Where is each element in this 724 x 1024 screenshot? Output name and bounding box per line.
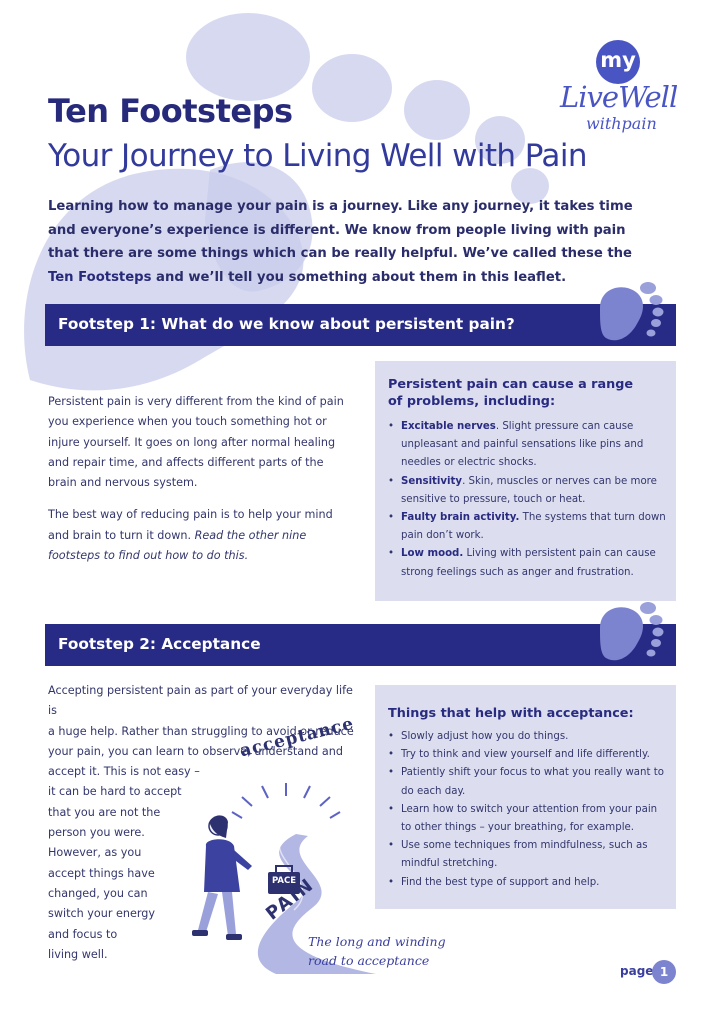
illustration-caption: The long and winding road to acceptance bbox=[308, 932, 446, 970]
footstep2-line: and focus to bbox=[48, 927, 118, 941]
footstep2-line: accept it. This is not easy – bbox=[48, 765, 200, 779]
winding-road bbox=[257, 834, 376, 974]
footstep2-acceptance-list: Slowly adjust how you do things. Try to … bbox=[388, 728, 670, 892]
footstep1-heading: Footstep 1: What do we know about persis… bbox=[58, 315, 515, 333]
list-item: Find the best type of support and help. bbox=[388, 874, 670, 892]
list-item: Patiently shift your focus to what you r… bbox=[388, 764, 670, 800]
mylivewell-logo: my LiveWell withpain bbox=[552, 40, 682, 140]
footstep1-panel-heading: Persistent pain can cause a range of pro… bbox=[388, 377, 634, 409]
page-number-badge: 1 bbox=[652, 960, 676, 984]
footstep1-paragraph-2-italic: Read the other nine footsteps to find ou… bbox=[48, 528, 307, 563]
list-item: Use some techniques from mindfulness, su… bbox=[388, 837, 670, 873]
footstep2-line: Accepting persistent pain as part of you… bbox=[48, 684, 353, 718]
list-item: Excitable nerves. Slight pressure can ca… bbox=[388, 418, 668, 473]
list-item: Learn how to switch your attention from … bbox=[388, 801, 670, 837]
list-item-term: Excitable nerves bbox=[401, 421, 496, 432]
footstep2-line: person you were. bbox=[48, 826, 145, 840]
page-title: Ten Footsteps bbox=[48, 92, 293, 130]
page-label: page bbox=[620, 964, 654, 978]
footstep2-line: that you are not the bbox=[48, 805, 161, 819]
footstep1-problem-list: Excitable nerves. Slight pressure can ca… bbox=[388, 418, 668, 582]
footstep2-header-band: Footstep 2: Acceptance bbox=[45, 624, 676, 666]
footstep1-body: Persistent pain is very different from t… bbox=[48, 392, 348, 566]
footprint-icon bbox=[600, 282, 664, 341]
page-subtitle: Your Journey to Living Well with Pain bbox=[48, 138, 587, 174]
intro-text-start: Learning how to manage your pain is a jo… bbox=[48, 199, 633, 261]
logo-livewell-text: LiveWell bbox=[560, 80, 678, 114]
footstep1-header-band: Footstep 1: What do we know about persis… bbox=[45, 304, 676, 346]
footstep2-body: Accepting persistent pain as part of you… bbox=[48, 681, 358, 965]
logo-my-badge: my bbox=[596, 40, 640, 84]
intro-highlight: Ten Footsteps bbox=[48, 269, 152, 285]
logo-withpain-text: withpain bbox=[586, 114, 657, 133]
footstep2-line: changed, you can bbox=[48, 886, 148, 900]
caption-line-1: The long and winding bbox=[308, 934, 446, 949]
acceptance-road-illustration bbox=[192, 783, 376, 974]
caption-line-2: road to acceptance bbox=[308, 953, 430, 968]
list-item-text: Living with persistent pain can cause st… bbox=[401, 548, 656, 578]
footprint-icon bbox=[600, 602, 664, 661]
pace-bag bbox=[268, 865, 300, 894]
list-item: Sensitivity. Skin, muscles or nerves can… bbox=[388, 473, 668, 509]
footstep1-paragraph-2-text: The best way of reducing pain is to help… bbox=[48, 508, 333, 542]
list-item-text: . Skin, muscles or nerves can be more se… bbox=[401, 475, 657, 505]
footstep2-line: switch your energy bbox=[48, 907, 155, 921]
footstep2-heading: Footstep 2: Acceptance bbox=[58, 635, 261, 653]
footstep2-line: However, as you bbox=[48, 846, 142, 860]
list-item: Try to think and view yourself and life … bbox=[388, 746, 670, 764]
list-item-term: Faulty brain activity. bbox=[401, 512, 520, 524]
footstep2-line: it can be hard to accept bbox=[48, 785, 182, 799]
walking-person bbox=[192, 815, 252, 940]
list-item: Low mood. Living with persistent pain ca… bbox=[388, 545, 668, 581]
bag-label: PACE bbox=[271, 876, 297, 886]
list-item: Slowly adjust how you do things. bbox=[388, 728, 670, 746]
footstep2-panel: Things that help with acceptance: Slowly… bbox=[375, 685, 676, 909]
list-item-term: Low mood. bbox=[401, 548, 464, 560]
intro-text-end: and we’ll tell you something about them … bbox=[151, 269, 567, 285]
footstep2-line: your pain, you can learn to observe, und… bbox=[48, 744, 343, 758]
list-item: Faulty brain activity. The systems that … bbox=[388, 509, 668, 545]
sun-rays bbox=[231, 783, 341, 819]
list-item-text: The systems that turn down pain don’t wo… bbox=[401, 512, 666, 542]
footstep1-paragraph-1: Persistent pain is very different from t… bbox=[48, 395, 344, 490]
footstep1-panel: Persistent pain can cause a range of pro… bbox=[375, 361, 676, 601]
footstep2-line: accept things have bbox=[48, 866, 155, 880]
footstep2-line: a huge help. Rather than struggling to a… bbox=[48, 724, 354, 738]
footstep2-panel-heading: Things that help with acceptance: bbox=[388, 706, 634, 721]
list-item-term: Sensitivity bbox=[401, 475, 463, 487]
intro-paragraph: Learning how to manage your pain is a jo… bbox=[48, 195, 648, 289]
footstep1-paragraph-2: The best way of reducing pain is to help… bbox=[48, 505, 348, 566]
list-item-text: . Slight pressure can cause unpleasant a… bbox=[401, 421, 644, 469]
footstep2-line: living well. bbox=[48, 947, 108, 961]
